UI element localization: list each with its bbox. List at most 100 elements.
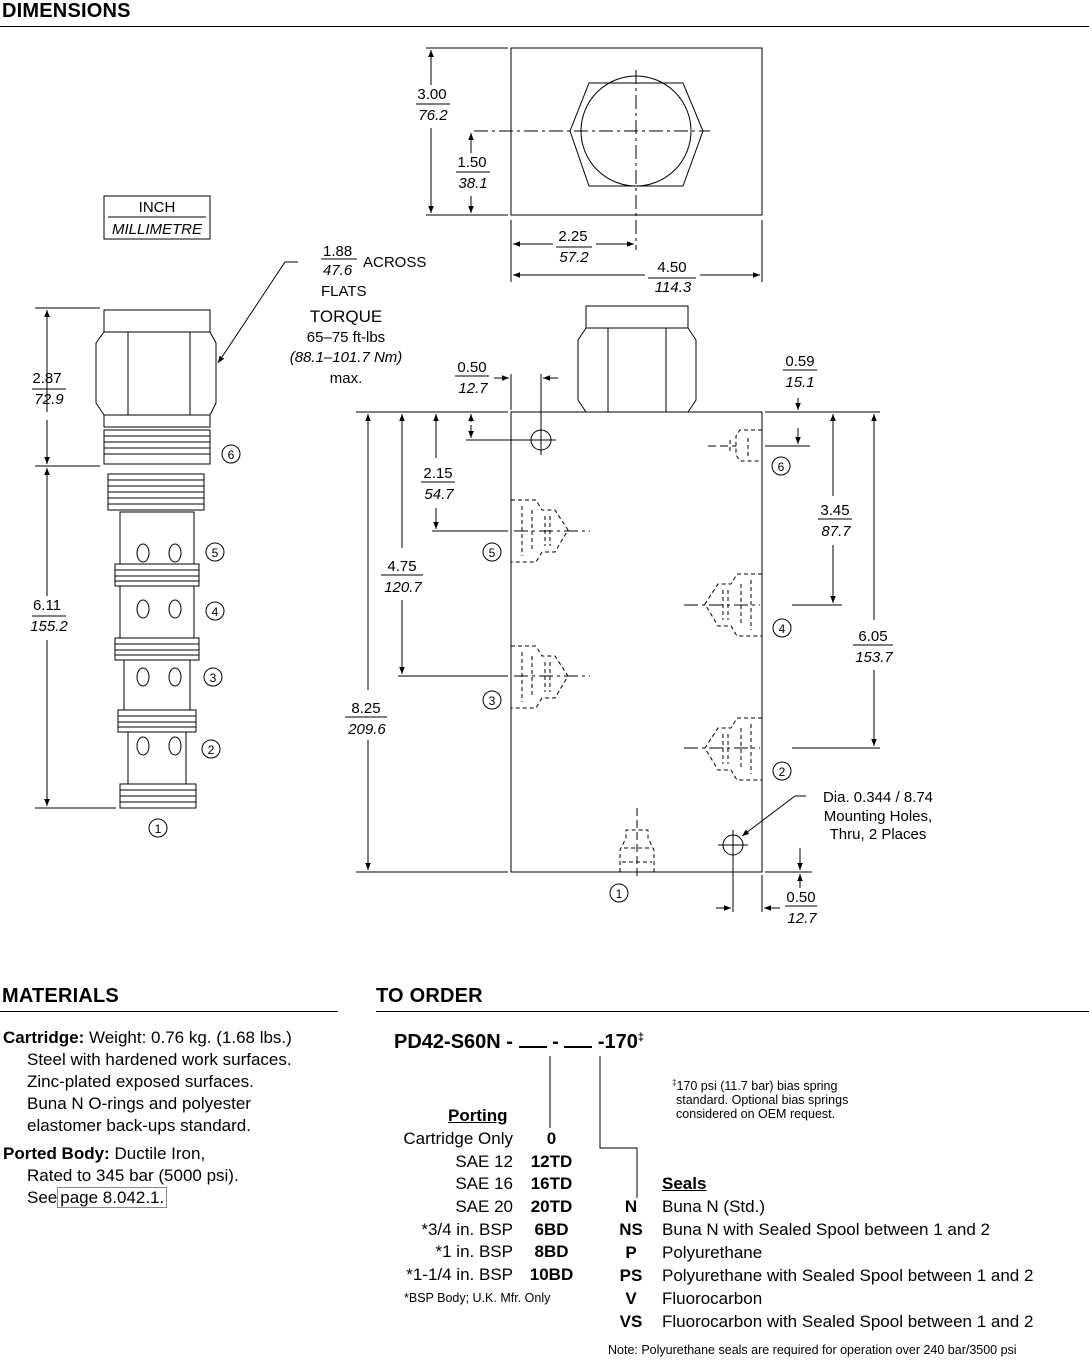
porting-blank xyxy=(518,1032,547,1048)
porting-code: 0 xyxy=(546,1129,557,1148)
body-label: Ported Body: xyxy=(3,1144,110,1163)
porting-row: SAE 12 12TD xyxy=(360,1151,590,1174)
cartridge-port-2: 2 xyxy=(208,743,215,757)
flats-across: ACROSS xyxy=(363,254,426,271)
order-code-mark: ‡ xyxy=(637,1031,645,1044)
dim-top-height-mm: 76.2 xyxy=(418,107,448,124)
cartridge-line-5: elastomer back-ups standard. xyxy=(27,1116,251,1135)
dim-body-bottom-inch: 0.50 xyxy=(786,889,815,906)
dim-body-port5-inch: 2.15 xyxy=(423,465,452,482)
dim-body-height-inch: 8.25 xyxy=(351,700,380,717)
porting-row: Cartridge Only 0 xyxy=(360,1128,590,1151)
torque-max: max. xyxy=(330,370,363,387)
cartridge-line-4: Buna N O-rings and polyester xyxy=(27,1094,251,1113)
body-port-4: 4 xyxy=(779,622,786,636)
dim-top-height-inch: 3.00 xyxy=(417,86,446,103)
top-view-drawing xyxy=(416,47,763,282)
dim-cartridge-total-inch: 6.11 xyxy=(33,597,61,614)
body-port-3: 3 xyxy=(489,694,496,708)
polyurethane-note: Note: Polyurethane seals are required fo… xyxy=(608,1343,1017,1357)
cartridge-port-1: 1 xyxy=(155,822,162,836)
porting-code: 12TD xyxy=(530,1151,573,1171)
cartridge-line-2: Steel with hardened work surfaces. xyxy=(27,1050,292,1069)
dim-top-center-mm: 57.2 xyxy=(559,249,589,266)
dim-top-width-inch: 4.50 xyxy=(657,259,686,276)
porting-code: 16TD xyxy=(530,1174,573,1194)
porting-note: *BSP Body; U.K. Mfr. Only xyxy=(404,1291,551,1305)
porting-label: SAE 16 xyxy=(455,1174,513,1194)
mounting-note-line-2: Mounting Holes, xyxy=(824,808,932,825)
seal-label: Polyurethane with Sealed Spool between 1… xyxy=(662,1266,1034,1285)
seal-label: Fluorocarbon xyxy=(662,1289,763,1308)
porting-code: 6BD xyxy=(534,1219,569,1239)
footnote-mark: ‡ xyxy=(672,1078,677,1087)
seal-code: NS xyxy=(619,1220,643,1239)
dim-top-center-inch: 2.25 xyxy=(558,228,587,245)
body-port-1: 1 xyxy=(616,887,623,901)
materials-body: Ported Body: Ductile Iron, Rated to 345 … xyxy=(3,1143,239,1209)
dim-cartridge-total-mm: 155.2 xyxy=(30,618,68,635)
dim-top-half-inch: 1.50 xyxy=(457,154,486,171)
legend-inch: INCH xyxy=(139,199,176,216)
seal-label: Buna N with Sealed Spool between 1 and 2 xyxy=(662,1220,990,1239)
page-reference-link[interactable]: page 8.042.1. xyxy=(57,1187,168,1208)
flats-mm: 47.6 xyxy=(323,262,353,279)
body-line-1: Ductile Iron, xyxy=(114,1144,206,1163)
dim-body-hole-x-inch: 0.50 xyxy=(457,359,486,376)
porting-label: *1-1/4 in. BSP xyxy=(406,1265,513,1285)
dim-cartridge-upper-mm: 72.9 xyxy=(34,391,64,408)
to-order-rule xyxy=(376,1011,1089,1012)
dim-body-port5-mm: 54.7 xyxy=(424,486,454,503)
order-code-dash: - xyxy=(552,1031,559,1053)
seal-row: VS Fluorocarbon with Sealed Spool between… xyxy=(610,1310,1085,1333)
dim-body-port6-mm: 15.1 xyxy=(785,374,814,391)
order-code-prefix: PD42-S60N - xyxy=(394,1031,513,1053)
seals-blank xyxy=(564,1032,593,1048)
mounting-note-line-1: Dia. 0.344 / 8.74 xyxy=(823,789,933,806)
order-footnote: ‡170 psi (11.7 bar) bias spring standard… xyxy=(672,1076,848,1121)
legend-millimetre: MILLIMETRE xyxy=(112,221,203,238)
seal-code: VS xyxy=(619,1312,643,1331)
flats-label: FLATS xyxy=(321,283,367,300)
mounting-note-line-3: Thru, 2 Places xyxy=(830,826,927,843)
seal-code: P xyxy=(625,1243,637,1262)
order-code-suffix: -170 xyxy=(597,1031,638,1053)
porting-code: 8BD xyxy=(534,1242,569,1262)
dim-body-port2-inch: 6.05 xyxy=(858,628,887,645)
cartridge-port-3: 3 xyxy=(210,671,217,685)
materials-rule xyxy=(0,1011,338,1012)
cartridge-label: Cartridge: xyxy=(3,1028,85,1047)
porting-code: 20TD xyxy=(530,1197,573,1217)
body-port-5: 5 xyxy=(489,546,496,560)
torque-title: TORQUE xyxy=(310,307,382,326)
materials-heading: MATERIALS xyxy=(2,985,119,1007)
porting-row: SAE 16 16TD xyxy=(360,1173,590,1196)
seal-code: PS xyxy=(619,1266,643,1285)
seals-title: Seals xyxy=(662,1174,707,1193)
dim-body-height-mm: 209.6 xyxy=(347,721,386,738)
porting-label: Cartridge Only xyxy=(403,1129,513,1148)
body-line-3: See xyxy=(27,1188,58,1207)
footnote-line-3: considered on OEM request. xyxy=(676,1107,836,1122)
dimensions-heading: DIMENSIONS xyxy=(2,0,131,22)
cartridge-line-1: Weight: 0.76 kg. (1.68 lbs.) xyxy=(88,1028,292,1047)
footnote-line-1: 170 psi (11.7 bar) bias spring xyxy=(676,1079,838,1094)
order-code: PD42-S60N - - -170‡ xyxy=(394,1031,644,1054)
body-port-6: 6 xyxy=(778,460,785,474)
cartridge-port-5: 5 xyxy=(212,546,219,560)
porting-row: SAE 20 20TD xyxy=(360,1196,590,1219)
dim-top-width-mm: 114.3 xyxy=(655,279,692,296)
dim-body-port4-mm: 87.7 xyxy=(821,523,851,540)
dim-body-port2-mm: 153.7 xyxy=(855,649,893,666)
torque-range: 65–75 ft-lbs xyxy=(307,329,385,346)
seal-label: Buna N (Std.) xyxy=(662,1197,765,1216)
cartridge-line-3: Zinc-plated exposed surfaces. xyxy=(27,1072,254,1091)
porting-label: SAE 12 xyxy=(455,1151,513,1171)
porting-label: SAE 20 xyxy=(455,1197,513,1217)
seal-label: Fluorocarbon with Sealed Spool between 1… xyxy=(662,1312,1034,1331)
dim-body-port3-inch: 4.75 xyxy=(387,558,416,575)
